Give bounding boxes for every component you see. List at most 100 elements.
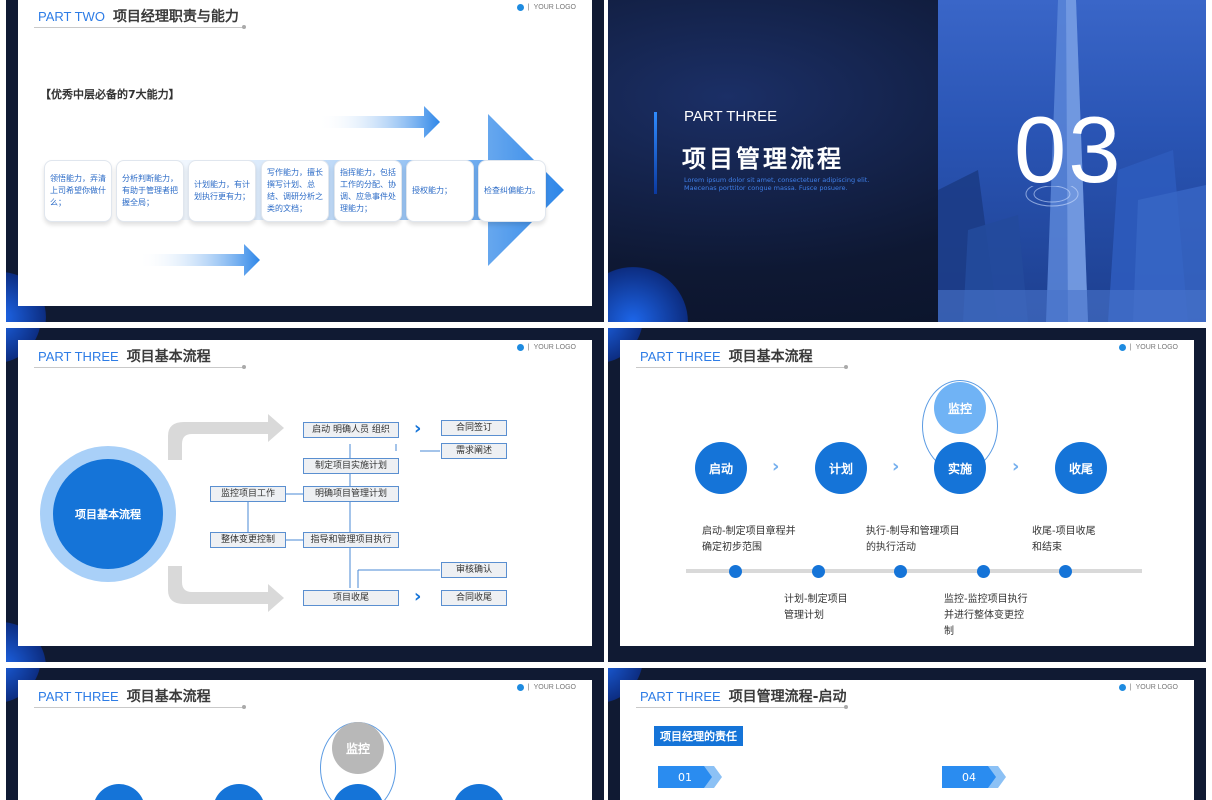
slide-title: 项目基本流程 bbox=[126, 349, 211, 365]
chevron-right-icon: › bbox=[772, 456, 780, 477]
chevron-right-icon: › bbox=[1012, 456, 1020, 477]
ability-card-1: 领悟能力，弄清上司希望你做什么； bbox=[44, 160, 112, 222]
logo: |YOUR LOGO bbox=[516, 684, 576, 691]
timeline-dot bbox=[1059, 565, 1072, 578]
flow-box-review: 审核确认 bbox=[441, 562, 507, 578]
city-photo bbox=[938, 0, 1206, 322]
logo-dot-icon bbox=[516, 684, 524, 691]
slide-title: 项目经理职责与能力 bbox=[112, 9, 239, 25]
ability-card-4: 写作能力，擅长撰写计划、总结、调研分析之类的文档； bbox=[261, 160, 329, 222]
logo-dot-icon bbox=[516, 4, 524, 11]
slide-basic-flow-timeline[interactable]: PART THREE 项目基本流程 |YOUR LOGO 启动 计划 监控 实施… bbox=[608, 328, 1206, 662]
part-label: PART THREE bbox=[38, 689, 119, 704]
header-divider bbox=[34, 367, 244, 368]
ability-card-6: 授权能力； bbox=[406, 160, 474, 222]
flow-box-change-control: 整体变更控制 bbox=[210, 532, 286, 548]
slide-card: PART THREE 项目基本流程 |YOUR LOGO 监控 bbox=[18, 680, 592, 800]
slide-title: 项目管理流程 bbox=[682, 145, 844, 173]
small-arrow-bottom bbox=[138, 244, 260, 276]
slide-header: PART TWO 项目经理职责与能力 bbox=[38, 6, 239, 26]
logo: |YOUR LOGO bbox=[516, 344, 576, 351]
slide-part-three-cover[interactable]: PART THREE 项目管理流程 Lorem ipsum dolor sit … bbox=[608, 0, 1206, 322]
section-number: 03 bbox=[1014, 97, 1123, 202]
logo-text: YOUR LOGO bbox=[533, 684, 576, 691]
header-divider bbox=[34, 27, 244, 28]
ability-card-7: 检查纠偏能力。 bbox=[478, 160, 546, 222]
responsibility-badge: 项目经理的责任 bbox=[654, 726, 743, 746]
flow-box-contract: 合同签订 bbox=[441, 420, 507, 436]
timeline-dot bbox=[812, 565, 825, 578]
number-tag-04: 04 bbox=[962, 771, 976, 784]
slide-header: PART THREE 项目基本流程 bbox=[38, 686, 211, 706]
header-divider bbox=[636, 707, 846, 708]
timeline-dot bbox=[977, 565, 990, 578]
part-label: PART THREE bbox=[684, 108, 778, 125]
slide-basic-flow-partial[interactable]: PART THREE 项目基本流程 |YOUR LOGO 监控 bbox=[6, 668, 604, 800]
gray-arrow-bottom bbox=[168, 566, 284, 612]
slide-basic-flow-diagram[interactable]: PART THREE 项目基本流程 |YOUR LOGO 项目基本流程 bbox=[6, 328, 604, 662]
slide-title: 项目管理流程-启动 bbox=[728, 689, 847, 705]
circle-start: 启动 bbox=[695, 442, 747, 494]
flow-box-execute: 指导和管理项目执行 bbox=[303, 532, 399, 548]
center-circle: 项目基本流程 bbox=[53, 459, 163, 569]
note-plan: 计划-制定项目管理计划 bbox=[784, 594, 848, 621]
note-monitor: 监控-监控项目执行并进行整体变更控制 bbox=[944, 594, 1028, 637]
header-divider-dot bbox=[242, 25, 246, 29]
header-divider-dot bbox=[242, 705, 246, 709]
header-divider-dot bbox=[844, 705, 848, 709]
note-execute: 执行-制导和管理项目的执行活动 bbox=[866, 526, 960, 553]
logo-dot-icon bbox=[1118, 684, 1126, 691]
chevron-right-icon: › bbox=[892, 456, 900, 477]
flow-box-plan-implementation: 制定项目实施计划 bbox=[303, 458, 399, 474]
lorem-text: Lorem ipsum dolor sit amet, consectetuer… bbox=[684, 176, 870, 192]
small-arrow-top bbox=[318, 106, 440, 138]
slide-title: 项目基本流程 bbox=[126, 689, 211, 705]
slide-part-two[interactable]: PART TWO 项目经理职责与能力 |YOUR LOGO 【优秀中层必备的7大… bbox=[6, 0, 604, 322]
flow-box-requirement: 需求阐述 bbox=[441, 443, 507, 459]
circle-implement: 实施 bbox=[934, 442, 986, 494]
timeline-dot bbox=[894, 565, 907, 578]
section-subtitle: 【优秀中层必备的7大能力】 bbox=[40, 88, 180, 101]
timeline-dot bbox=[729, 565, 742, 578]
slide-management-start[interactable]: PART THREE 项目管理流程-启动 |YOUR LOGO 项目经理的责任 … bbox=[608, 668, 1206, 800]
gray-arrow-top bbox=[168, 414, 284, 460]
number-ring-decoration bbox=[1025, 186, 1079, 207]
logo-dot-icon bbox=[1118, 344, 1126, 351]
skyscrapers-image bbox=[938, 0, 1206, 322]
header-divider-dot bbox=[242, 365, 246, 369]
circle-monitor: 监控 bbox=[934, 382, 986, 434]
flow-box-monitor: 监控项目工作 bbox=[210, 486, 286, 502]
flow-arrows bbox=[168, 414, 440, 612]
header-divider bbox=[636, 367, 846, 368]
number-tag-01: 01 bbox=[678, 771, 692, 784]
arrow-graphics bbox=[138, 106, 564, 276]
header-divider-dot bbox=[844, 365, 848, 369]
timeline-bar bbox=[686, 569, 1142, 573]
circle-close bbox=[453, 784, 505, 800]
flow-box-plan-management: 明确项目管理计划 bbox=[303, 486, 399, 502]
circle-monitor: 监控 bbox=[332, 722, 384, 774]
circle-start bbox=[93, 784, 145, 800]
note-start: 启动-制定项目章程并确定初步范围 bbox=[702, 526, 796, 553]
note-close: 收尾-项目收尾和结束 bbox=[1032, 526, 1096, 553]
logo-text: YOUR LOGO bbox=[533, 344, 576, 351]
slide-card: PART THREE 项目基本流程 |YOUR LOGO 启动 计划 监控 实施… bbox=[620, 340, 1194, 646]
slide-card: PART THREE 项目基本流程 |YOUR LOGO 项目基本流程 bbox=[18, 340, 592, 646]
flow-box-contract-close: 合同收尾 bbox=[441, 590, 507, 606]
chevron-right-icon: › bbox=[414, 586, 422, 607]
ability-card-2: 分析判断能力，有助于管理者把握全局； bbox=[116, 160, 184, 222]
circle-plan: 计划 bbox=[815, 442, 867, 494]
title-accent-bar bbox=[654, 112, 657, 194]
logo-text: YOUR LOGO bbox=[1135, 684, 1178, 691]
slide-title: 项目基本流程 bbox=[728, 349, 813, 365]
logo: |YOUR LOGO bbox=[516, 4, 576, 11]
logo-text: YOUR LOGO bbox=[533, 4, 576, 11]
circle-close: 收尾 bbox=[1055, 442, 1107, 494]
part-label: PART THREE bbox=[38, 349, 119, 364]
slide-card: PART TWO 项目经理职责与能力 |YOUR LOGO 【优秀中层必备的7大… bbox=[18, 0, 592, 306]
logo-dot-icon bbox=[516, 344, 524, 351]
part-label: PART TWO bbox=[38, 9, 105, 24]
flow-box-close: 项目收尾 bbox=[303, 590, 399, 606]
flow-box-start: 启动 明确人员 组织 bbox=[303, 422, 399, 438]
logo-text: YOUR LOGO bbox=[1135, 344, 1178, 351]
